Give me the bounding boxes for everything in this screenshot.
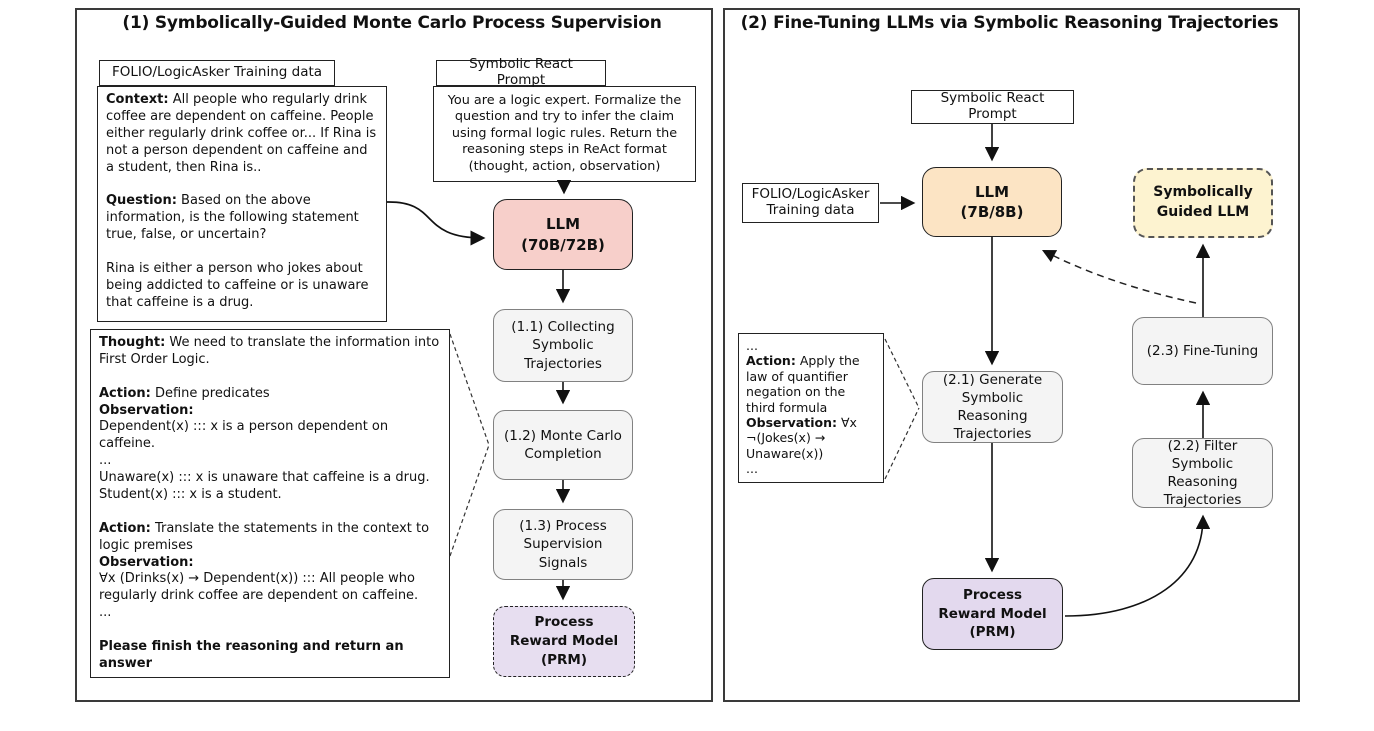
folio-training-data-label-2: FOLIO/LogicAsker Training data — [742, 183, 879, 223]
step-2-2-filter-trajectories: (2.2) Filter Symbolic Reasoning Trajecto… — [1132, 438, 1273, 508]
llm-7b-line2: (7B/8B) — [960, 203, 1024, 221]
process-reward-model-node-2: Process Reward Model (PRM) — [922, 578, 1063, 650]
react-prompt-text-box: You are a logic expert. Formalize the qu… — [433, 86, 696, 182]
step-1-1-collecting-trajectories: (1.1) Collecting Symbolic Trajectories — [493, 309, 633, 382]
llm-7b-line1: LLM — [974, 182, 1010, 201]
step-2-1-generate-trajectories: (2.1) Generate Symbolic Reasoning Trajec… — [922, 371, 1063, 443]
llm-70b-line1: LLM — [545, 215, 581, 234]
symbolic-react-prompt-label-1: Symbolic React Prompt — [436, 57, 606, 88]
llm-70b-node: LLM (70B/72B) — [493, 199, 633, 270]
context-question-box: Context: All people who regularly drink … — [97, 86, 387, 322]
symbolically-guided-llm-node: Symbolically Guided LLM — [1133, 168, 1273, 238]
process-reward-model-node-1: Process Reward Model (PRM) — [493, 606, 635, 677]
panel-1-title: (1) Symbolically-Guided Monte Carlo Proc… — [122, 13, 662, 33]
action-observation-example-box: ...Action: Apply the law of quantifier n… — [738, 333, 884, 483]
guided-llm-line2: Guided LLM — [1156, 204, 1250, 220]
symbolic-react-prompt-label-2: Symbolic React Prompt — [911, 90, 1074, 124]
panel-2-title: (2) Fine-Tuning LLMs via Symbolic Reason… — [740, 13, 1279, 33]
step-1-3-process-supervision-signals: (1.3) Process Supervision Signals — [493, 509, 633, 580]
llm-70b-line2: (70B/72B) — [521, 235, 605, 254]
guided-llm-line1: Symbolically — [1153, 184, 1253, 201]
llm-7b-node: LLM (7B/8B) — [922, 167, 1062, 237]
folio-training-data-label: FOLIO/LogicAsker Training data — [99, 60, 335, 86]
step-2-3-fine-tuning: (2.3) Fine-Tuning — [1132, 317, 1273, 385]
step-1-2-monte-carlo-completion: (1.2) Monte Carlo Completion — [493, 410, 633, 480]
react-trace-thought-box: Thought: We need to translate the inform… — [90, 329, 450, 678]
